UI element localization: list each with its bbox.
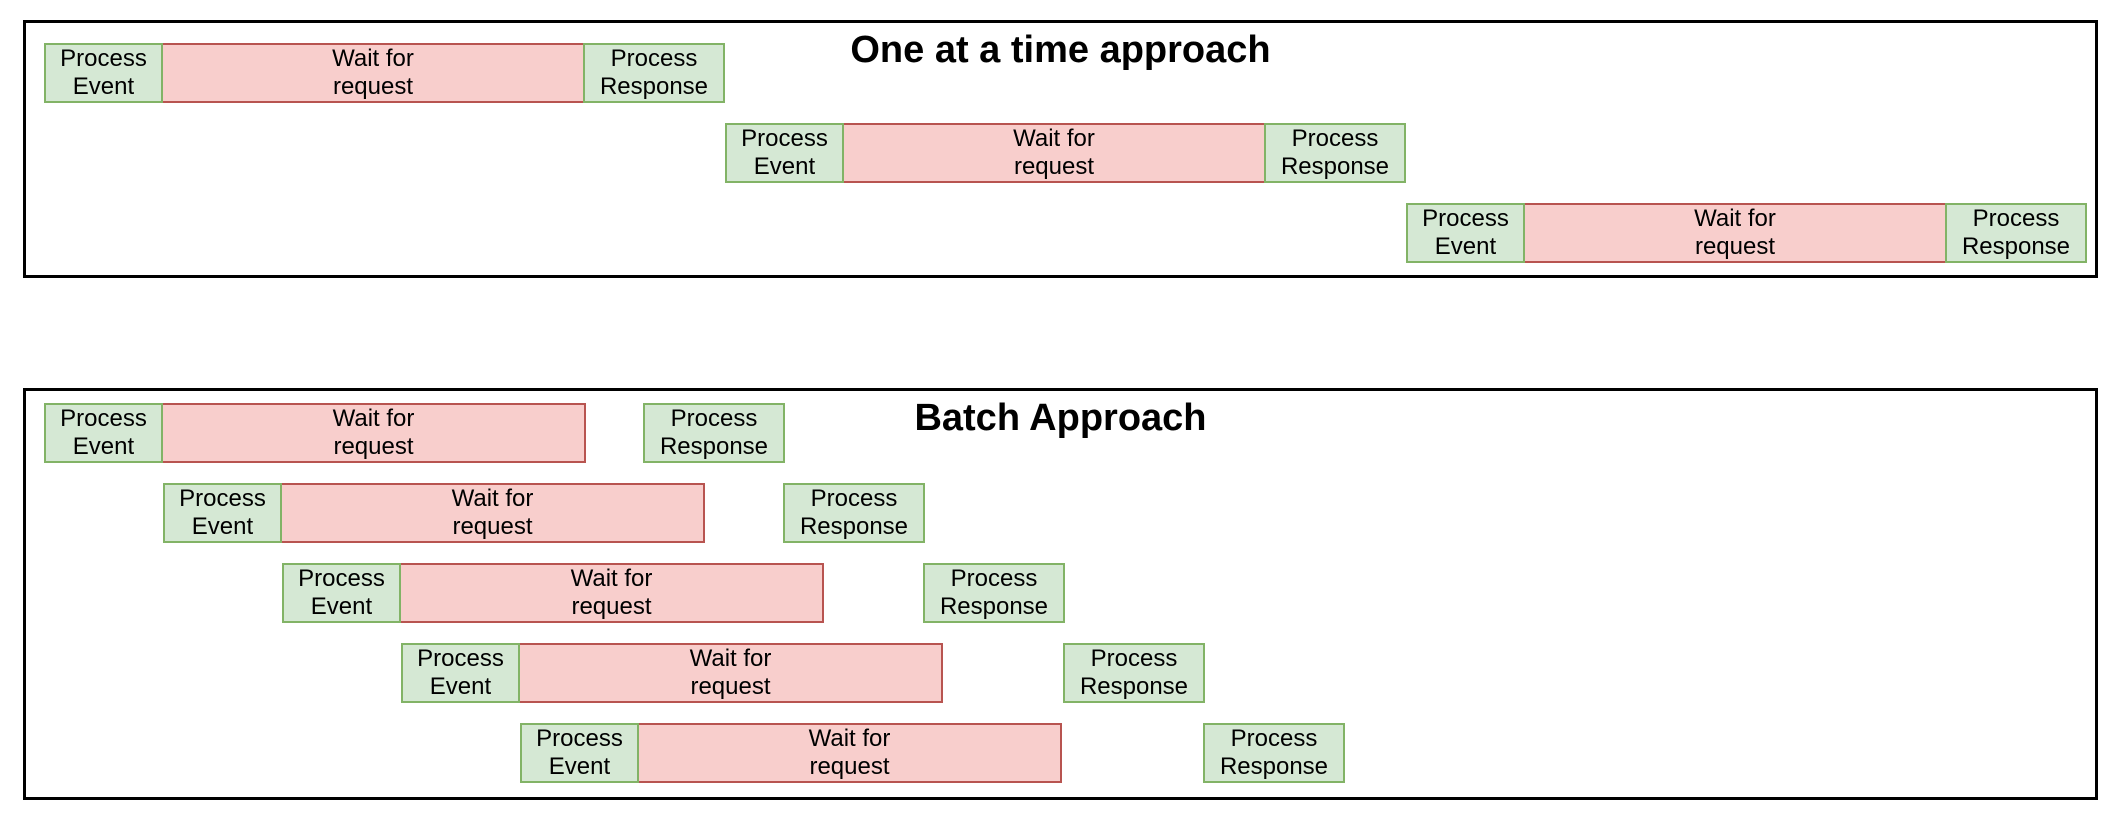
wait-for-request-box: Wait for request: [280, 483, 705, 543]
wait-for-request-box: Wait for request: [161, 403, 586, 463]
process-response-box: Process Response: [1203, 723, 1345, 783]
process-response-box: Process Response: [583, 43, 725, 103]
process-response-box: Process Response: [1063, 643, 1205, 703]
process-event-box: Process Event: [401, 643, 520, 703]
wait-for-request-box: Wait for request: [842, 123, 1266, 183]
process-response-box: Process Response: [1264, 123, 1406, 183]
wait-for-request-box: Wait for request: [637, 723, 1062, 783]
process-event-box: Process Event: [282, 563, 401, 623]
panel-title: One at a time approach: [850, 29, 1271, 71]
panel-title: Batch Approach: [914, 397, 1207, 439]
wait-for-request-box: Wait for request: [518, 643, 943, 703]
process-event-box: Process Event: [163, 483, 282, 543]
process-event-box: Process Event: [44, 43, 163, 103]
process-response-box: Process Response: [1945, 203, 2087, 263]
process-response-box: Process Response: [923, 563, 1065, 623]
process-response-box: Process Response: [643, 403, 785, 463]
process-event-box: Process Event: [520, 723, 639, 783]
process-event-box: Process Event: [725, 123, 844, 183]
process-response-box: Process Response: [783, 483, 925, 543]
process-event-box: Process Event: [1406, 203, 1525, 263]
process-event-box: Process Event: [44, 403, 163, 463]
wait-for-request-box: Wait for request: [399, 563, 824, 623]
wait-for-request-box: Wait for request: [1523, 203, 1947, 263]
